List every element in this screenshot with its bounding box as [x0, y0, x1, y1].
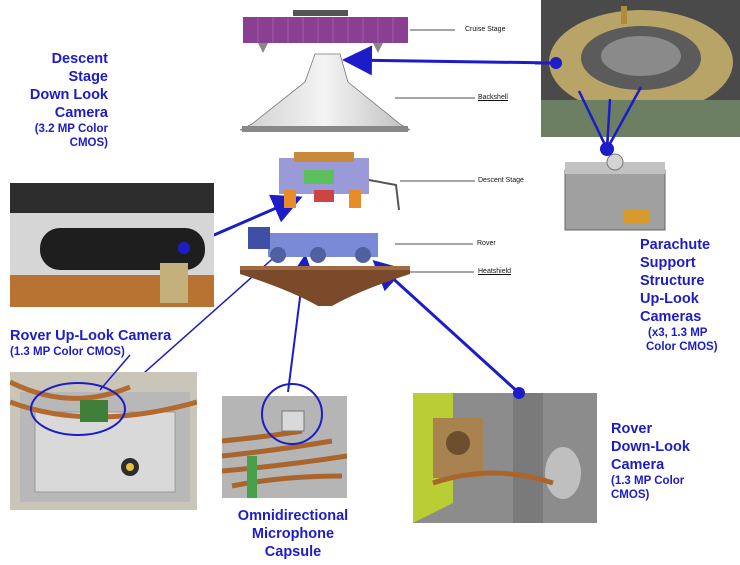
- rover-downlook-dot: [513, 387, 525, 399]
- parachute-cameras-label: Parachute Support Structure Up-Look Came…: [640, 237, 718, 353]
- rover-downlook-label: Rover Down-Look Camera (1.3 MP Color CMO…: [611, 421, 690, 501]
- backshell-label: Backshell: [478, 94, 508, 101]
- microphone-label: Omnidirectional Microphone Capsule: [237, 508, 349, 560]
- heatshield-image: [240, 266, 410, 308]
- microphone-photo: [222, 396, 347, 498]
- rover-uplook-ellipse: [30, 382, 126, 436]
- descent-stage-label: Descent Stage: [478, 177, 524, 184]
- parachute-structure-photo: [541, 0, 740, 137]
- rover-downlook-arrow: [372, 259, 521, 395]
- backshell-image: [240, 52, 410, 134]
- parachute-camera-arrow: [342, 45, 557, 76]
- parachute-camera-photo: [563, 152, 668, 232]
- rover-uplook-photo: [10, 372, 197, 510]
- rover-uplook-label: Rover Up-Look Camera (1.3 MP Color CMOS): [10, 328, 172, 358]
- cruise-stage-image: [243, 8, 408, 56]
- rover-downlook-photo: [413, 393, 597, 523]
- cruise-stage-label: Cruise Stage: [465, 26, 506, 33]
- rover-image: [248, 225, 393, 265]
- descent-stage-image: [274, 150, 402, 218]
- descent-camera-dot: [178, 242, 190, 254]
- rover-label: Rover: [477, 240, 496, 247]
- descent-camera-label: Descent Stage Down Look Camera (3.2 MP C…: [29, 51, 108, 149]
- microphone-circle: [261, 383, 323, 445]
- heatshield-label: Heatshield: [478, 268, 512, 275]
